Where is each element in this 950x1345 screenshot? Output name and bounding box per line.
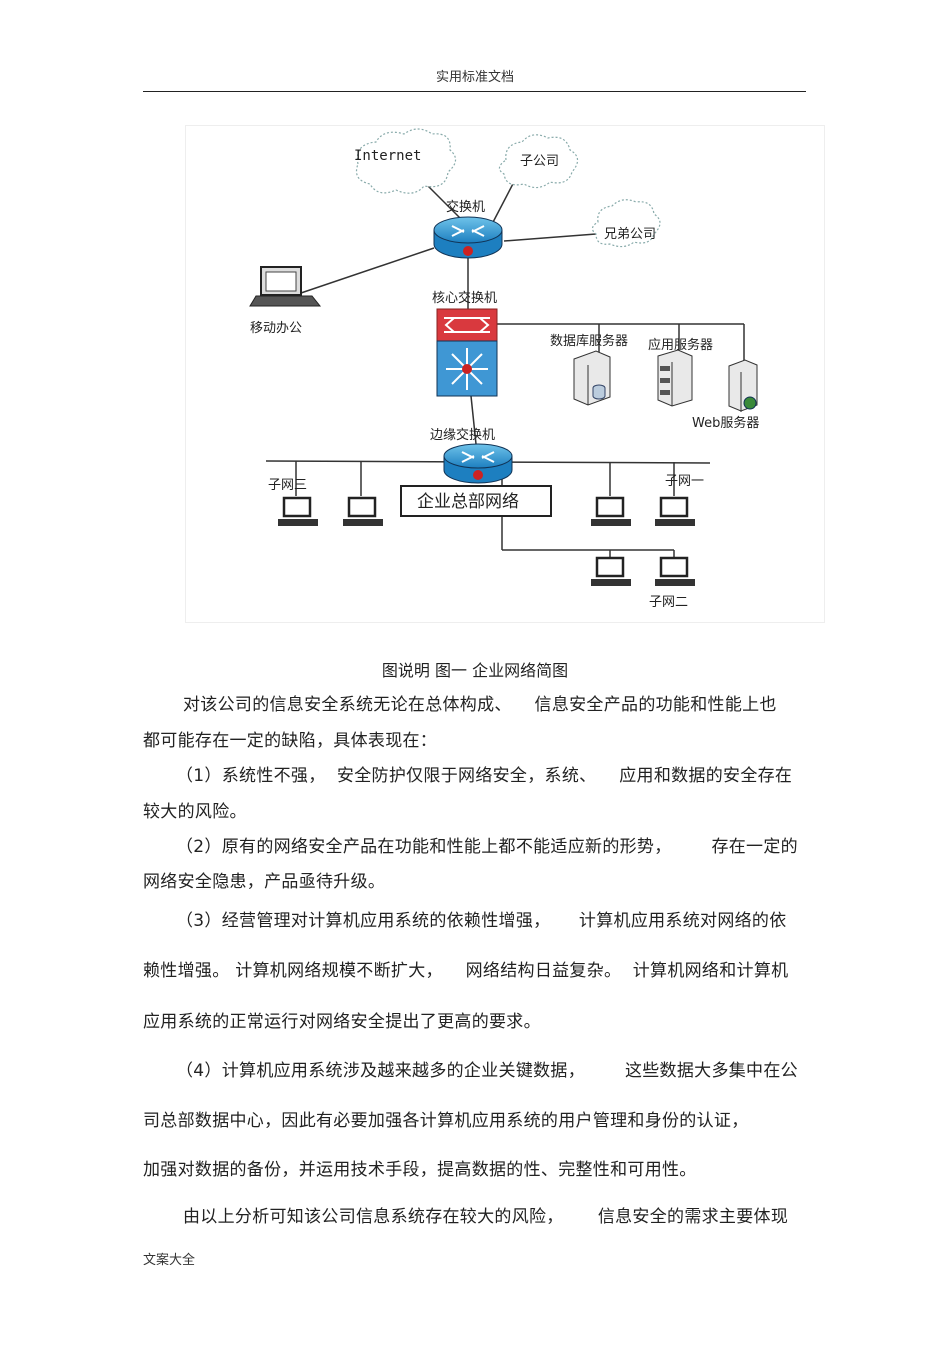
desktop-icon: [591, 496, 631, 526]
label-app-server: 应用服务器: [648, 337, 713, 353]
desktop-icon: [655, 496, 695, 526]
paragraph-line: 都可能存在一定的缺陷，具体表现在：: [143, 731, 438, 751]
network-diagram: Internet 子公司 交换机 兄弟公司 移动办公 核心交换机 数据库服务器 …: [249, 128, 759, 610]
web-server-icon: [728, 359, 758, 412]
label-hq-network: 企业总部网络: [417, 492, 519, 512]
label-core-switch: 核心交换机: [432, 290, 497, 306]
paragraph-line: （4）计算机应用系统涉及越来越多的企业关键数据， 这些数据大多集中在公: [176, 1061, 798, 1081]
label-subnet3: 子网三: [268, 478, 307, 493]
paragraph-line: 司总部数据中心，因此有必要加强各计算机应用系统的用户管理和身份的认证，: [143, 1111, 749, 1131]
paragraph-line: 对该公司的信息安全系统无论在总体构成、 信息安全产品的功能和性能上也: [183, 695, 777, 715]
cloud-icon: [355, 128, 457, 194]
paragraph-line: （1）系统性不强， 安全防护仅限于网络安全，系统、 应用和数据的安全存在: [176, 766, 793, 786]
paragraph-line: （2）原有的网络安全产品在功能和性能上都不能适应新的形势， 存在一定的: [176, 837, 798, 857]
label-subnet1: 子网一: [665, 474, 704, 489]
connection-lines: [265, 177, 745, 558]
network-diagram-figure: Internet 子公司 交换机 兄弟公司 移动办公 核心交换机 数据库服务器 …: [185, 125, 825, 623]
core-switch-icon: [436, 308, 498, 397]
label-web-server: Web服务器: [692, 415, 759, 431]
paragraph-line: 加强对数据的备份，并运用技术手段，提高数据的性、完整性和可用性。: [143, 1160, 697, 1180]
desktop-icon: [591, 556, 631, 586]
paragraph-line: 应用系统的正常运行对网络安全提出了更高的要求。: [143, 1012, 541, 1032]
label-mobile-office: 移动办公: [250, 321, 302, 336]
label-db-server: 数据库服务器: [550, 333, 628, 349]
switch-icon: [443, 443, 513, 484]
paragraph-line: 网络安全隐患，产品亟待升级。: [143, 872, 386, 892]
label-switch: 交换机: [446, 199, 485, 215]
switch-icon: [433, 216, 503, 259]
cloud-icon: [591, 199, 661, 248]
label-subnet2: 子网二: [649, 595, 688, 610]
page-header: 实用标准文档: [435, 70, 514, 85]
label-sibling-company: 兄弟公司: [604, 227, 656, 242]
label-edge-switch: 边缘交换机: [430, 427, 495, 443]
application-server-icon: [657, 349, 693, 407]
label-subsidiary: 子公司: [520, 154, 559, 169]
desktop-icon: [655, 556, 695, 586]
page-footer: 文案大全: [143, 1253, 196, 1268]
figure-caption: 图说明 图一 企业网络简图: [381, 661, 569, 680]
label-internet: Internet: [354, 148, 421, 164]
desktop-icon: [278, 496, 318, 526]
paragraph-line: 较大的风险。: [143, 802, 247, 822]
paragraph-line: 由以上分析可知该公司信息系统存在较大的风险， 信息安全的需求主要体现: [183, 1207, 789, 1227]
database-server-icon: [573, 350, 611, 406]
paragraph-line: 赖性增强。 计算机网络规模不断扩大， 网络结构日益复杂。 计算机网络和计算机: [143, 961, 789, 981]
hq-network-box: [400, 485, 552, 517]
cloud-icon: [498, 134, 579, 189]
laptop-icon: [249, 266, 322, 307]
header-divider: [143, 91, 806, 92]
desktop-icon: [343, 496, 383, 526]
paragraph-line: （3）经营管理对计算机应用系统的依赖性增强， 计算机应用系统对网络的依: [176, 911, 787, 931]
